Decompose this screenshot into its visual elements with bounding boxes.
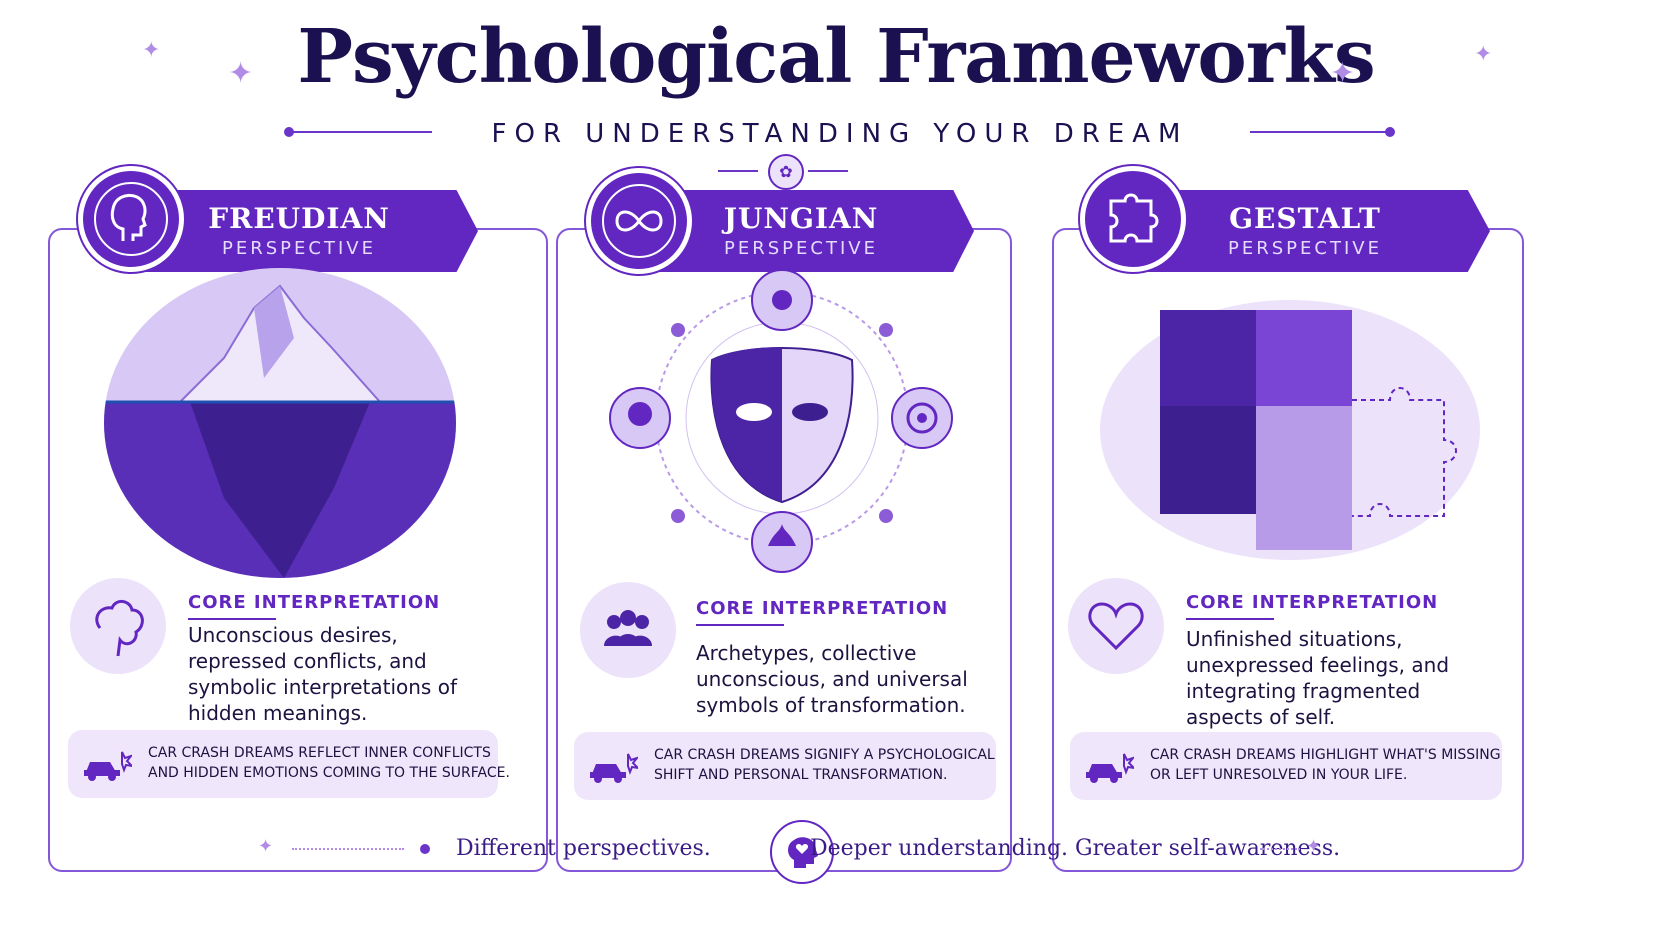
gestalt-title: GESTALT	[1229, 202, 1381, 235]
sparkle-icon: ✦	[1330, 56, 1356, 91]
car-crash-icon	[1084, 750, 1137, 784]
freudian-perspective: PERSPECTIVE	[222, 238, 376, 259]
gestalt-note-text: CAR CRASH DREAMS HIGHLIGHT WHAT'S MISSIN…	[1150, 747, 1501, 783]
jungian-note-text: CAR CRASH DREAMS SIGNIFY A PSYCHOLOGICAL…	[654, 747, 995, 783]
footer-left-text: Different perspectives.	[456, 836, 711, 861]
gestalt-core-title: CORE INTERPRETATION	[1186, 592, 1439, 613]
footer-divider	[1260, 848, 1300, 850]
jungian-perspective: PERSPECTIVE	[724, 238, 878, 259]
subtitle-dot	[1385, 127, 1395, 137]
brain-divider	[808, 170, 848, 172]
brain-divider	[718, 170, 758, 172]
footer-divider	[292, 848, 404, 850]
subtitle-divider	[292, 131, 432, 133]
sparkle-icon: ✦	[142, 38, 161, 63]
sparkle-icon: ✦	[228, 56, 254, 91]
jungian-core-text: Archetypes, collective unconscious, and …	[696, 641, 968, 717]
iceberg-illustration	[104, 268, 456, 578]
core-divider	[1186, 618, 1274, 620]
freudian-core-text: Unconscious desires, repressed conflicts…	[188, 623, 457, 725]
freudian-core-title: CORE INTERPRETATION	[188, 592, 441, 613]
core-divider	[188, 618, 276, 620]
freudian-title: FREUDIAN	[208, 202, 390, 235]
page-subtitle: FOR UNDERSTANDING YOUR DREAM	[491, 119, 1189, 149]
head-heart-icon	[770, 820, 834, 884]
subtitle-divider	[1250, 131, 1390, 133]
brain-icon	[70, 578, 166, 674]
subtitle-row: FOR UNDERSTANDING YOUR DREAM	[284, 115, 1395, 151]
gestalt-note: CAR CRASH DREAMS HIGHLIGHT WHAT'S MISSIN…	[1070, 732, 1502, 800]
infinity-icon	[586, 168, 692, 274]
footer-right-text: Deeper understanding. Greater self-aware…	[810, 836, 1341, 861]
head-profile-icon	[78, 166, 184, 272]
subtitle-dot	[284, 127, 294, 137]
gestalt-perspective: PERSPECTIVE	[1228, 238, 1382, 259]
puzzle-icon	[1080, 166, 1186, 272]
people-icon	[580, 582, 676, 678]
jungian-title: JUNGIAN	[723, 202, 879, 235]
sparkle-icon: ✦	[1474, 42, 1493, 67]
brain-icon: ✿	[768, 154, 804, 190]
jungian-core-title: CORE INTERPRETATION	[696, 598, 949, 619]
gestalt-core-text: Unfinished situations, unexpressed feeli…	[1186, 627, 1450, 729]
car-crash-icon	[588, 750, 641, 784]
page-title: Psychological Frameworks	[297, 14, 1375, 100]
sparkle-icon: ✦	[258, 836, 274, 857]
car-crash-icon	[82, 748, 135, 782]
mask-illustration	[604, 268, 960, 578]
freudian-note-text: CAR CRASH DREAMS REFLECT INNER CONFLICTS…	[148, 745, 510, 781]
footer-dot	[420, 844, 430, 854]
core-divider	[696, 624, 784, 626]
freudian-note: CAR CRASH DREAMS REFLECT INNER CONFLICTS…	[68, 730, 510, 798]
heart-icon	[1068, 578, 1164, 674]
jungian-note: CAR CRASH DREAMS SIGNIFY A PSYCHOLOGICAL…	[574, 732, 996, 800]
puzzle-illustration	[1100, 290, 1500, 580]
sparkle-icon: ✦	[1306, 836, 1322, 857]
